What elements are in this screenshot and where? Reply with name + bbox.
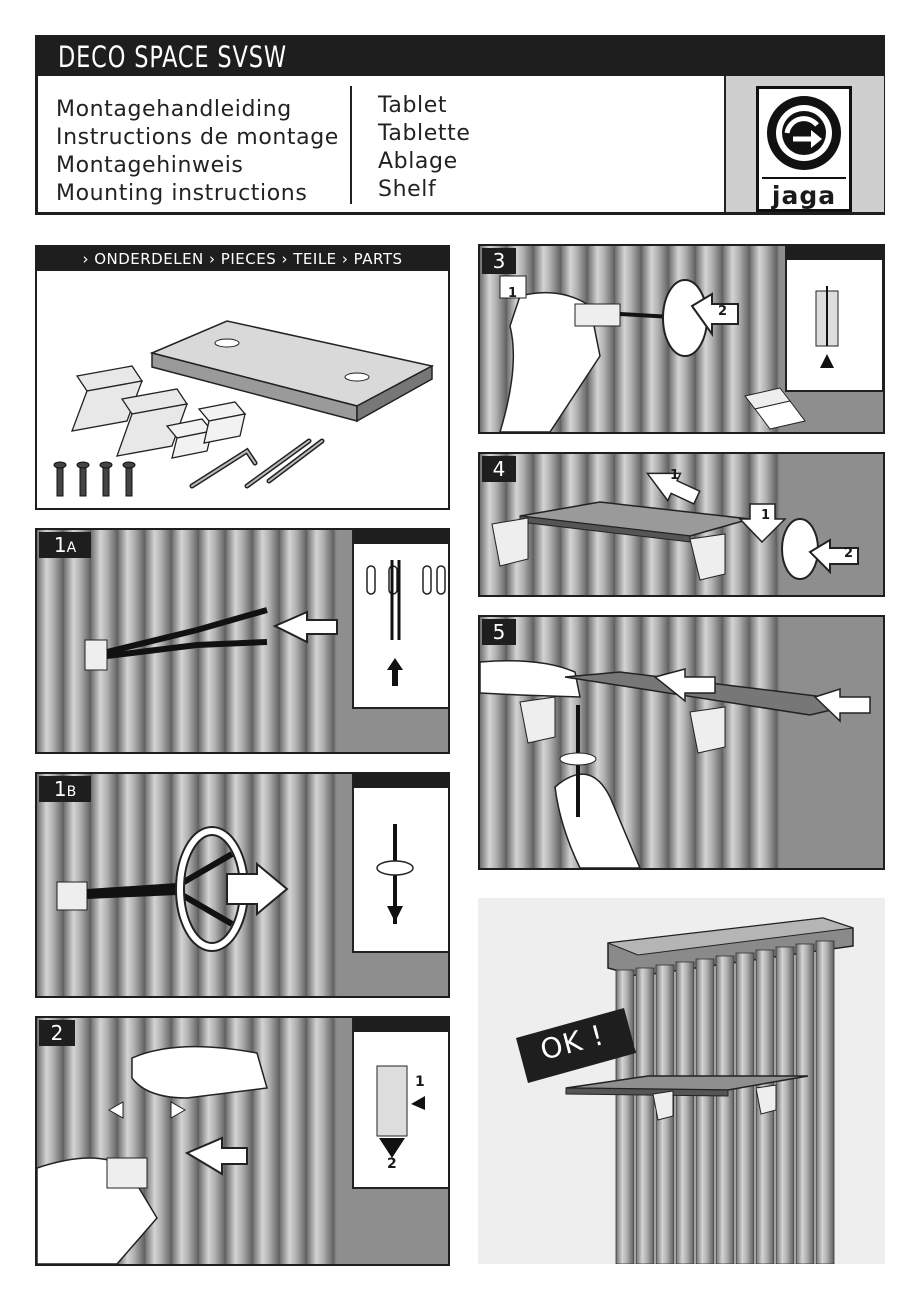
- document-title: DECO SPACE SVSW: [58, 40, 287, 74]
- step-4-tag: 4: [482, 456, 516, 482]
- step-2-tag: 2: [39, 1020, 75, 1046]
- step-2-illustration: [37, 1018, 448, 1264]
- product-nl: Tablet: [378, 93, 448, 118]
- step-number: 5: [492, 620, 506, 644]
- language-de: Montagehinweis: [56, 153, 244, 178]
- jaga-logo: jaga: [756, 86, 852, 212]
- jaga-logo-icon: [762, 96, 846, 179]
- step-4-panel: 4 1 1 2: [478, 452, 885, 597]
- step-3-panel: 3 1 2: [478, 244, 885, 434]
- title-bar: DECO SPACE SVSW: [38, 38, 882, 76]
- step-1b-panel: 1B: [35, 772, 450, 998]
- step-1a-illustration: [37, 530, 448, 752]
- step-4-illustration: [480, 454, 883, 595]
- result-panel: OK !: [478, 898, 885, 1264]
- step-3-tag: 3: [482, 248, 516, 274]
- document-header: DECO SPACE SVSW Montagehandleiding Instr…: [35, 35, 885, 215]
- step-3-label-2: 2: [718, 304, 728, 319]
- step-number: 1: [53, 777, 67, 801]
- parts-panel: › ONDERDELEN › PIECES › TEILE › PARTS: [35, 245, 450, 510]
- step-1a-tag: 1A: [39, 532, 91, 558]
- logo-panel: jaga: [724, 76, 884, 212]
- step-sub: B: [66, 784, 77, 800]
- step-1b-tag: 1B: [39, 776, 91, 802]
- step-4-label-2: 2: [844, 546, 854, 561]
- step-2-panel: 2 1 2: [35, 1016, 450, 1266]
- product-names: Tablet Tablette Ablage Shelf: [378, 92, 470, 204]
- step-number: 3: [492, 249, 506, 273]
- step-5-panel: 5: [478, 615, 885, 870]
- step-1a-panel: 1A: [35, 528, 450, 754]
- parts-heading: › ONDERDELEN › PIECES › TEILE › PARTS: [37, 247, 448, 271]
- result-illustration: [516, 917, 854, 1264]
- step-4-label-1b: 1: [761, 508, 771, 523]
- step-2-inset-label-2: 2: [387, 1156, 397, 1172]
- product-fr: Tablette: [378, 121, 471, 146]
- language-nl: Montagehandleiding: [56, 97, 292, 122]
- language-fr: Instructions de montage: [56, 125, 339, 150]
- product-en: Shelf: [378, 177, 437, 202]
- step-3-illustration: [480, 246, 883, 432]
- step-3-label-1: 1: [508, 286, 518, 301]
- step-5-illustration: [480, 617, 883, 868]
- step-2-inset-label-1: 1: [415, 1074, 425, 1090]
- step-1b-illustration: [37, 774, 448, 996]
- step-number: 2: [50, 1021, 64, 1045]
- step-4-label-1a: 1: [670, 468, 680, 483]
- step-number: 4: [492, 457, 506, 481]
- instruction-languages: Montagehandleiding Instructions de monta…: [56, 96, 339, 208]
- step-sub: A: [66, 540, 77, 556]
- language-en: Mounting instructions: [56, 181, 308, 206]
- parts-illustration: [53, 320, 435, 497]
- step-5-tag: 5: [482, 619, 516, 645]
- product-de: Ablage: [378, 149, 458, 174]
- header-divider: [350, 86, 352, 204]
- step-number: 1: [53, 533, 67, 557]
- logo-wordmark: jaga: [771, 181, 837, 210]
